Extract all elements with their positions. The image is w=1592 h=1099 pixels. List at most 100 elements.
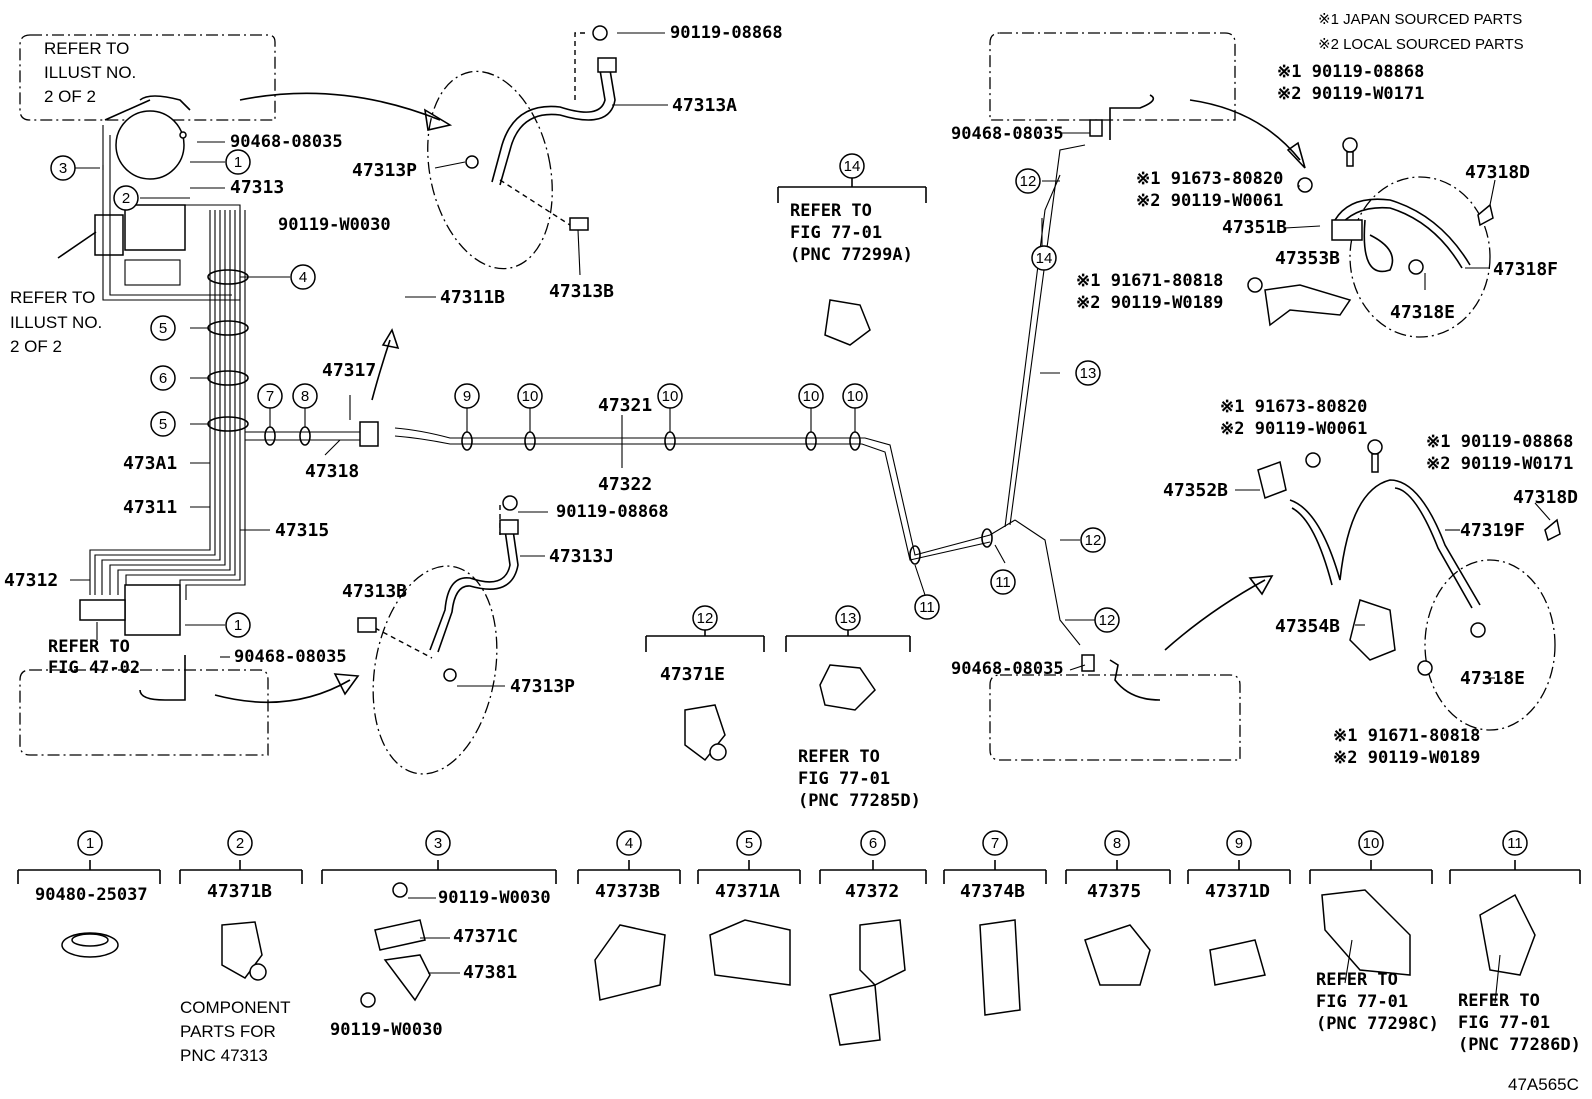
callout-3: 3	[50, 155, 76, 181]
label-47312: 47312	[4, 570, 58, 591]
clamp-6	[207, 370, 249, 386]
leader-lines	[70, 32, 1551, 687]
callout-11b: 11	[990, 569, 1016, 595]
callout-2: 2	[113, 185, 139, 211]
union-47317	[359, 421, 379, 447]
legend-part-6: 47372	[845, 881, 899, 902]
panel-12	[645, 628, 765, 762]
svg-text:4: 4	[625, 835, 633, 852]
callout-1b: 1	[225, 612, 251, 638]
main-line-clamps	[264, 426, 993, 565]
svg-text:10: 10	[662, 388, 679, 405]
svg-text:14: 14	[1036, 250, 1053, 267]
label-j1-91671-80818: ※1 91671-80818	[1076, 271, 1223, 291]
ref14-l1: REFER TO	[790, 201, 872, 221]
svg-text:10: 10	[847, 388, 864, 405]
svg-text:7: 7	[266, 388, 274, 405]
legend-panels	[17, 860, 1581, 1046]
ref11-l3: (PNC 77286D)	[1458, 1035, 1581, 1055]
svg-text:14: 14	[844, 158, 861, 175]
ref13-l2: FIG 77-01	[798, 769, 890, 789]
callout-1a: 1	[225, 149, 251, 175]
ref-box-top-right	[989, 32, 1236, 140]
label-47311B: 47311B	[440, 287, 505, 308]
callout-9: 9	[454, 383, 480, 409]
svg-text:5: 5	[159, 416, 167, 433]
legend-part-3-bracket: 47381	[463, 962, 517, 983]
drawing-code: 47A565C	[1508, 1075, 1579, 1094]
label-k2-90119-W0189: ※2 90119-W0189	[1333, 748, 1480, 768]
label-90468-08035-d: 90468-08035	[951, 659, 1064, 679]
ref-illust-top-l3: 2 OF 2	[44, 87, 96, 106]
label-k2-90119-W0171: ※2 90119-W0171	[1426, 454, 1573, 474]
label-473A1: 473A1	[123, 453, 177, 474]
ref-fig4702-l1: REFER TO	[48, 637, 130, 657]
hose-top-group	[179, 25, 617, 270]
hose-top-right-group	[1247, 137, 1494, 338]
leader	[57, 231, 97, 259]
ref-illust-top-l2: ILLUST NO.	[44, 63, 136, 82]
svg-text:1: 1	[86, 835, 94, 852]
legend-part-1: 90480-25037	[35, 885, 148, 905]
svg-text:9: 9	[1235, 835, 1243, 852]
label-47351B: 47351B	[1222, 217, 1287, 238]
part-labels: ※1 JAPAN SOURCED PARTS ※2 LOCAL SOURCED …	[4, 11, 1581, 1094]
svg-text:12: 12	[697, 610, 714, 627]
label-47315: 47315	[275, 520, 329, 541]
legend-part-3-clamp: 47371C	[453, 926, 518, 947]
callout-7-legend: 7	[982, 830, 1008, 856]
ref-box-bottom-right	[989, 654, 1241, 761]
ref10-l1: REFER TO	[1316, 970, 1398, 990]
label-47313P-bot: 47313P	[510, 676, 575, 697]
label-j2-90119-W0171: ※2 90119-W0171	[1277, 84, 1424, 104]
label-k1-90119-08868: ※1 90119-08868	[1426, 432, 1573, 452]
callout-10d: 10	[842, 383, 868, 409]
label-47318F: 47318F	[1493, 259, 1558, 280]
ref-illust-top-l1: REFER TO	[44, 39, 129, 58]
ref11-l2: FIG 77-01	[1458, 1013, 1550, 1033]
svg-text:4: 4	[299, 269, 307, 286]
svg-text:3: 3	[434, 835, 442, 852]
callout-12a: 12	[1015, 168, 1041, 194]
svg-text:12: 12	[1020, 173, 1037, 190]
hose-bottom-right-group	[1257, 439, 1561, 731]
callout-12-panel: 12	[692, 605, 718, 631]
svg-text:8: 8	[301, 388, 309, 405]
callout-12b: 12	[1080, 527, 1106, 553]
legend-part-4: 47373B	[595, 881, 660, 902]
label-47318D-bot: 47318D	[1513, 487, 1578, 508]
label-90468-08035-c: 90468-08035	[951, 124, 1064, 144]
label-k2-90119-W0061: ※2 90119-W0061	[1220, 419, 1367, 439]
svg-text:8: 8	[1113, 835, 1121, 852]
callout-5b: 5	[150, 411, 176, 437]
ref13-l3: (PNC 77285D)	[798, 791, 921, 811]
label-47354B: 47354B	[1275, 616, 1340, 637]
master-cylinder	[94, 95, 241, 301]
label-47371E: 47371E	[660, 664, 725, 685]
callout-10c: 10	[798, 383, 824, 409]
label-47311: 47311	[123, 497, 177, 518]
legend-part-8: 47375	[1087, 881, 1141, 902]
legend-part-7: 47374B	[960, 881, 1025, 902]
ref-box-top-left: REFER TO ILLUST NO. 2 OF 2	[19, 34, 276, 121]
legend-part-2: 47371B	[207, 881, 272, 902]
svg-text:1: 1	[234, 617, 242, 634]
legend-note-2: ※2 LOCAL SOURCED PARTS	[1318, 36, 1524, 53]
label-47318: 47318	[305, 461, 359, 482]
label-47318E-bot: 47318E	[1460, 668, 1525, 689]
label-47319F: 47319F	[1460, 520, 1525, 541]
label-47313J: 47313J	[549, 546, 614, 567]
label-k1-91673-80820: ※1 91673-80820	[1220, 397, 1367, 417]
legend-part-9: 47371D	[1205, 881, 1270, 902]
callout-10a: 10	[517, 383, 543, 409]
callout-9-legend: 9	[1226, 830, 1252, 856]
svg-text:6: 6	[159, 370, 167, 387]
label-j2-90119-W0189: ※2 90119-W0189	[1076, 293, 1223, 313]
svg-text:12: 12	[1085, 532, 1102, 549]
ref13-l1: REFER TO	[798, 747, 880, 767]
label-47352B: 47352B	[1163, 480, 1228, 501]
callout-1-legend: 1	[77, 830, 103, 856]
callout-14a: 14	[1031, 245, 1057, 271]
label-j2-90119-W0061: ※2 90119-W0061	[1136, 191, 1283, 211]
